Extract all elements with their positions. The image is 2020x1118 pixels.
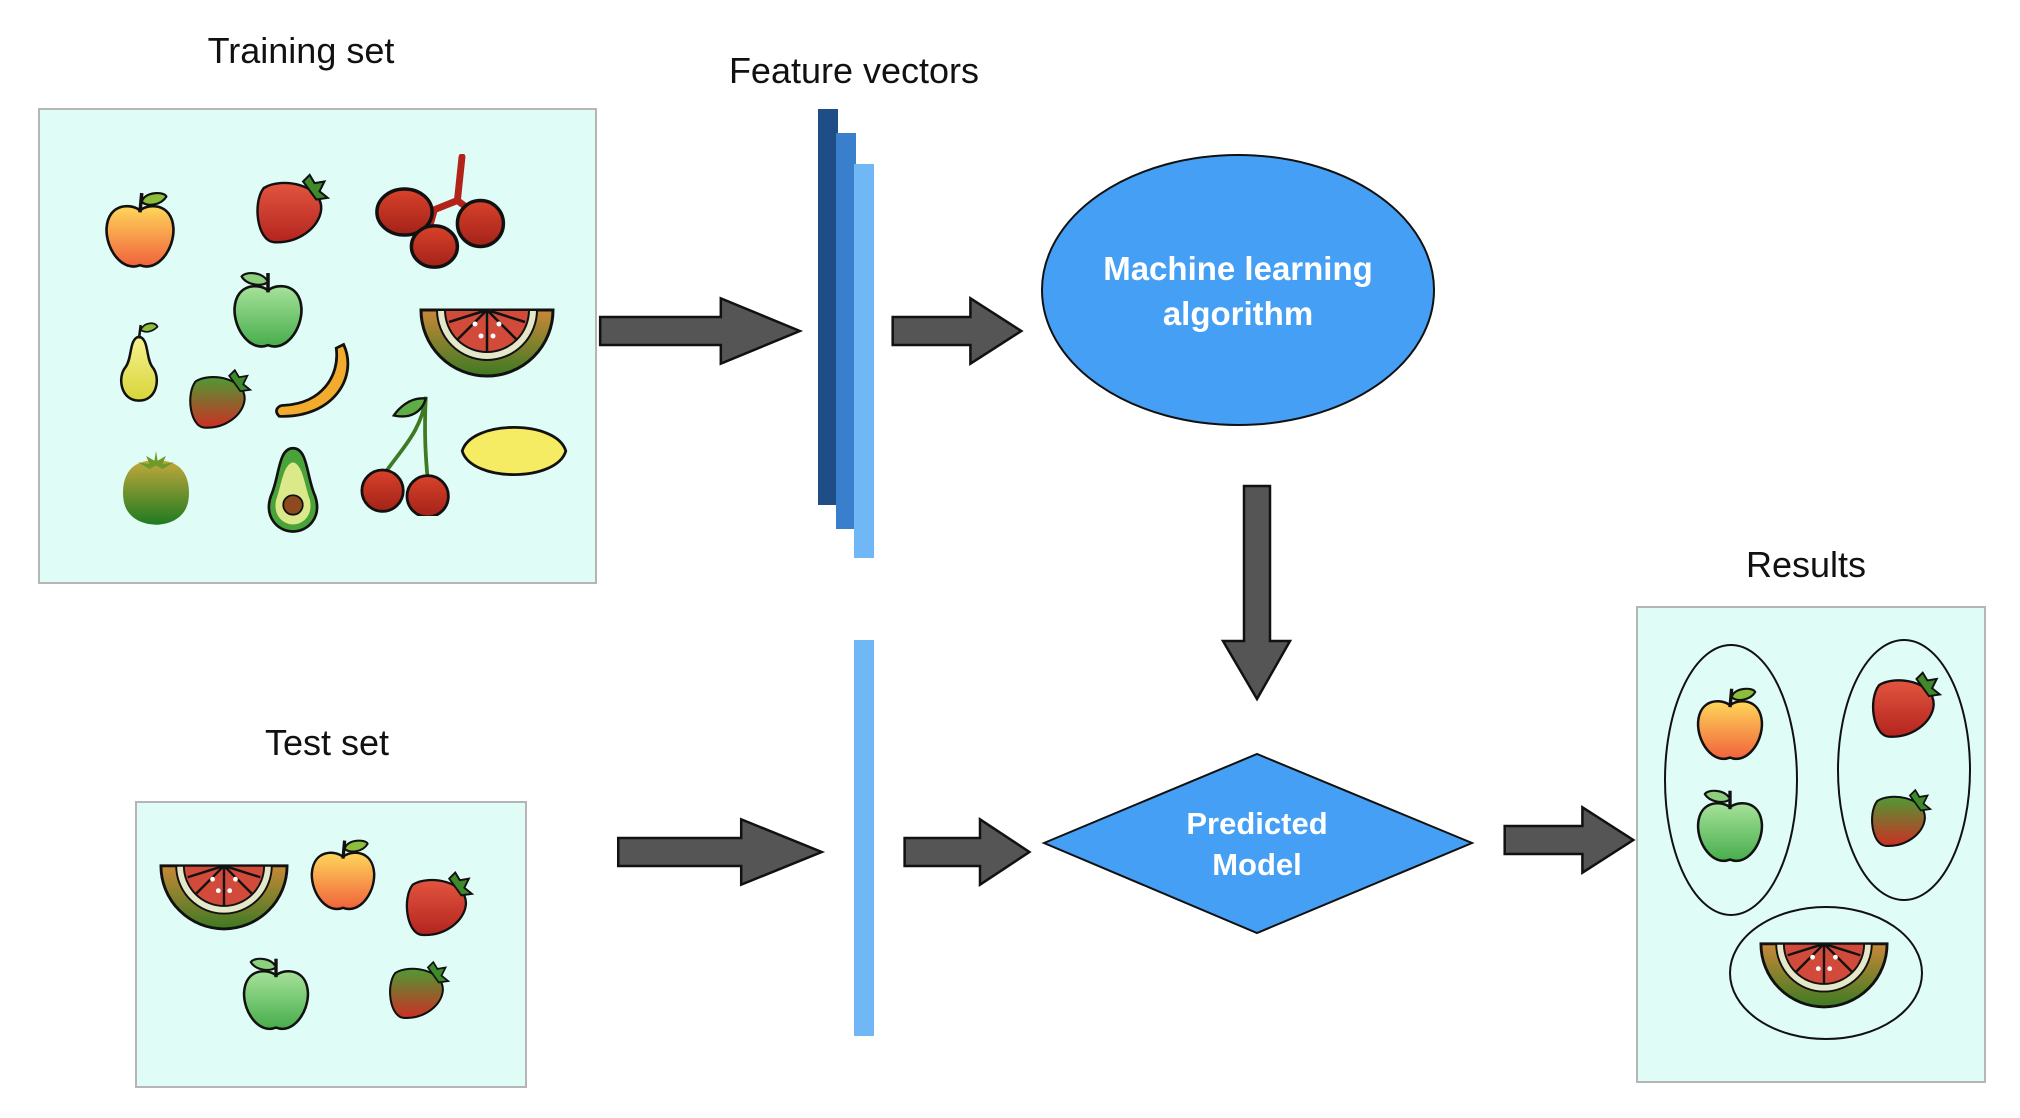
predicted-model-label-line1: Predicted bbox=[1186, 806, 1327, 841]
arrow-features-to-model bbox=[902, 817, 1032, 887]
results-label: Results bbox=[1745, 544, 1867, 585]
arrow-algorithm-to-model bbox=[1220, 484, 1293, 702]
arrow-training-to-features bbox=[600, 298, 800, 363]
arrow-model-to-results bbox=[1503, 805, 1635, 875]
predicted-model-label-line2: Model bbox=[1212, 847, 1302, 882]
training-set-label: Training set bbox=[207, 30, 395, 71]
cluster-watermelon bbox=[1729, 906, 1923, 1040]
test-set-label: Test set bbox=[264, 722, 390, 763]
arrow-test-to-features bbox=[618, 819, 822, 884]
cluster-strawberries bbox=[1837, 639, 1971, 901]
test-set-panel bbox=[135, 801, 527, 1088]
results-panel bbox=[1636, 606, 1986, 1083]
arrow-features-to-algorithm bbox=[891, 296, 1023, 366]
feature-vector-bars bbox=[818, 109, 874, 1036]
cluster-apples bbox=[1664, 644, 1798, 916]
test-feature-bar bbox=[854, 640, 874, 1036]
feature-vectors-label: Feature vectors bbox=[728, 50, 980, 91]
predicted-model-node bbox=[1041, 752, 1475, 935]
feature-bar-light bbox=[854, 164, 874, 558]
ml-algorithm-node bbox=[1041, 154, 1435, 426]
ml-algorithm-label-line1: Machine learning bbox=[1103, 250, 1373, 287]
lemon-icon bbox=[460, 426, 568, 476]
feature-bar-mid bbox=[836, 133, 856, 529]
ml-algorithm-label-line2: algorithm bbox=[1163, 295, 1313, 332]
feature-bar-dark bbox=[818, 109, 838, 505]
